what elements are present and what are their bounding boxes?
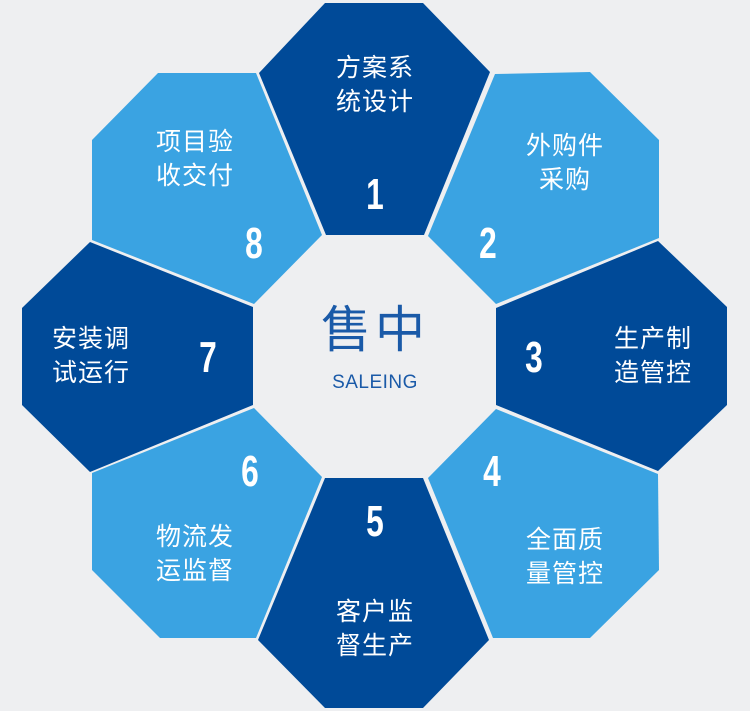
petal-8-shape: [92, 73, 322, 304]
petal-4-shape: [428, 409, 659, 638]
petal-2-shape: [428, 72, 659, 304]
petal-7-label: 安装调 试运行: [51, 324, 130, 387]
petal-3-label: 生产制 造管控: [613, 324, 692, 387]
petal-5-shape: [258, 478, 489, 708]
petal-2-label: 外购件 采购: [525, 131, 604, 194]
petal-3-number: 3: [525, 333, 543, 382]
petal-8-label: 项目验 收交付: [155, 127, 234, 190]
petal-5-number: 5: [366, 497, 384, 546]
petal-7-number: 7: [199, 333, 217, 382]
petal-2-number: 2: [479, 219, 497, 268]
center-octagon: [257, 238, 493, 476]
petal-7-shape: [22, 242, 253, 472]
petal-1-shape: [259, 3, 490, 235]
petal-5-label: 客户监 督生产: [335, 597, 414, 660]
petal-4-number: 4: [483, 447, 501, 496]
center-title: 售中: [321, 301, 429, 359]
petal-6-shape: [92, 408, 322, 638]
petal-1-label: 方案系 统设计: [335, 53, 414, 116]
petal-1-number: 1: [366, 170, 384, 219]
petal-8-number: 8: [245, 219, 263, 268]
petal-6-label: 物流发 运监督: [155, 522, 234, 585]
petal-3-shape: [496, 241, 727, 471]
petal-4-label: 全面质 量管控: [525, 525, 604, 588]
center-subtitle: SALEING: [332, 372, 418, 393]
petal-6-number: 6: [241, 447, 259, 496]
